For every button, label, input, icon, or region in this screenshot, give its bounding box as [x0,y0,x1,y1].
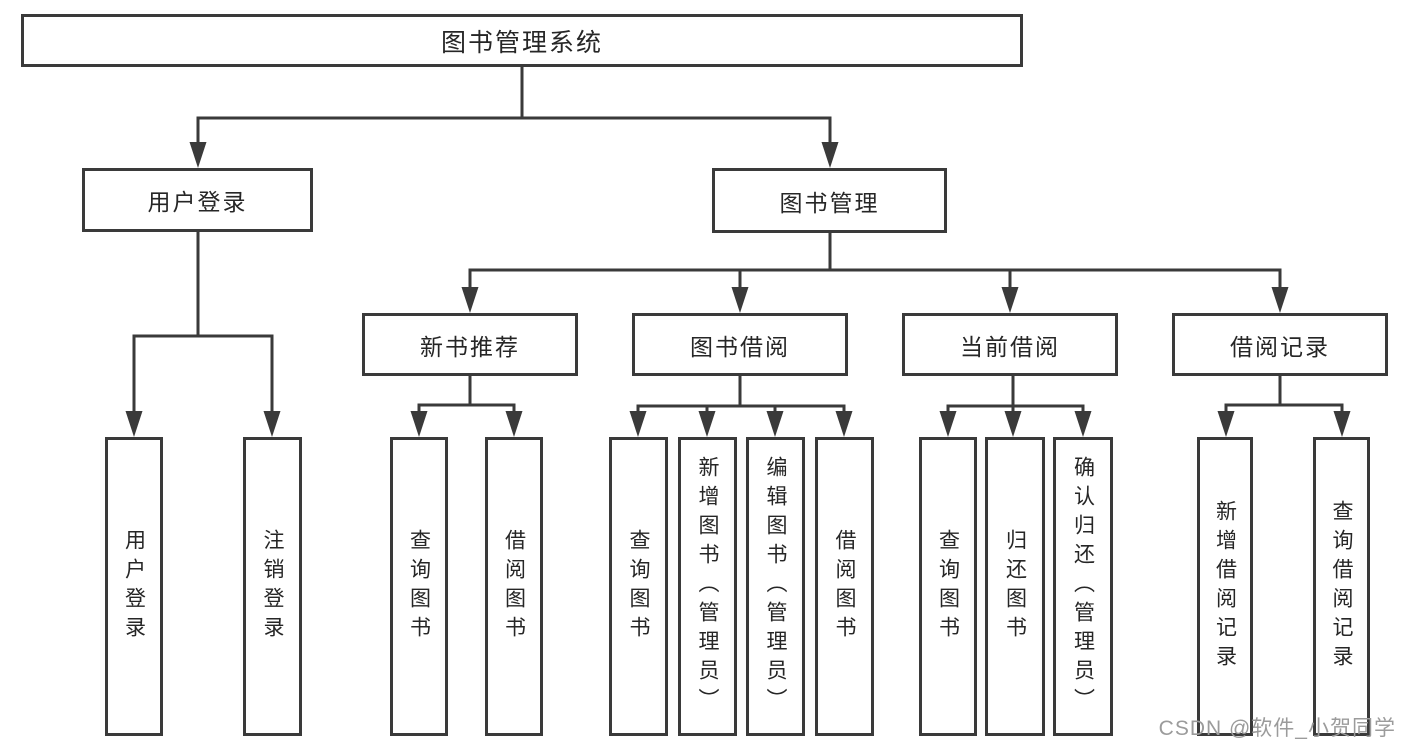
arrowhead-icon [461,287,479,313]
node-root: 图书管理系统 [21,14,1023,67]
arrowhead-icon [939,411,957,437]
arrowhead-icon [1271,287,1289,313]
node-current-borrowing: 当前借阅 [902,313,1118,376]
node-user-login: 用户登录 [82,168,313,232]
arrowhead-icon [1217,411,1235,437]
arrowhead-icon [189,142,207,168]
node-query-books-current: 查询图书 [919,437,977,736]
node-add-books-admin: 新增图书（管理员） [678,437,737,736]
node-query-borrow-record-leaf: 查询借阅记录 [1313,437,1370,736]
arrowhead-icon [1004,411,1022,437]
node-confirm-return-admin: 确认归还（管理员） [1053,437,1113,736]
node-new-book-recommend: 新书推荐 [362,313,578,376]
arrowhead-icon [698,411,716,437]
arrowhead-icon [731,287,749,313]
arrowhead-icon [766,411,784,437]
arrowhead-icon [263,411,281,437]
node-query-books-recommend: 查询图书 [390,437,448,736]
node-borrow-books-leaf: 借阅图书 [815,437,874,736]
node-logout-leaf: 注销登录 [243,437,302,736]
arrowhead-icon [125,411,143,437]
node-query-books-borrowing: 查询图书 [609,437,668,736]
arrowhead-icon [821,142,839,168]
node-edit-books-admin: 编辑图书（管理员） [746,437,805,736]
node-borrowing-records: 借阅记录 [1172,313,1388,376]
node-book-borrowing: 图书借阅 [632,313,848,376]
node-return-books-leaf: 归还图书 [985,437,1045,736]
arrowhead-icon [629,411,647,437]
arrowhead-icon [1074,411,1092,437]
arrowhead-icon [835,411,853,437]
arrowhead-icon [505,411,523,437]
arrowhead-icon [410,411,428,437]
node-borrow-books-recommend: 借阅图书 [485,437,543,736]
arrowhead-icon [1001,287,1019,313]
node-book-management: 图书管理 [712,168,947,233]
node-user-login-leaf: 用户登录 [105,437,163,736]
arrowhead-icon [1333,411,1351,437]
watermark: CSDN @软件_小贺同学 [1158,717,1396,740]
node-add-borrow-record-leaf: 新增借阅记录 [1197,437,1253,736]
